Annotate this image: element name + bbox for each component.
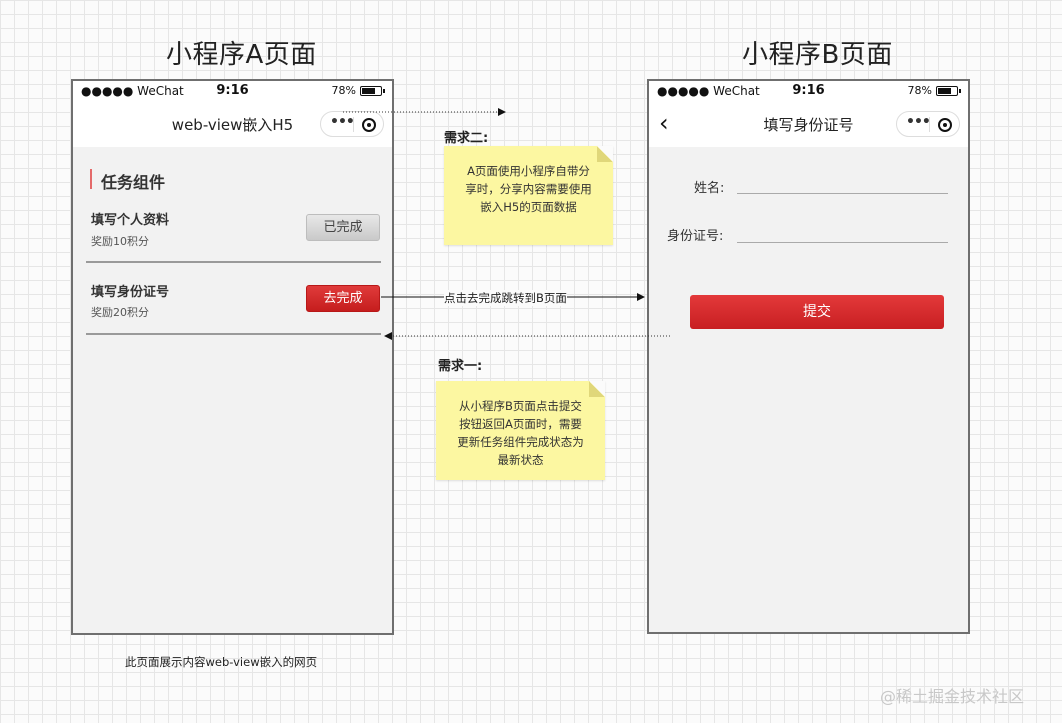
go-complete-button[interactable]: 去完成 (306, 285, 380, 312)
req1-sticky-note: 从小程序B页面点击提交 按钮返回A页面时，需要 更新任务组件完成状态为 最新状态 (436, 381, 605, 480)
battery-percent: 78% (907, 84, 932, 97)
capsule-divider (353, 117, 354, 132)
capsule-divider (929, 117, 930, 132)
note-line: 享时，分享内容需要使用 (465, 182, 592, 196)
task-name: 填写个人资料 (91, 213, 170, 228)
task-done-button[interactable]: 已完成 (306, 214, 380, 241)
nav-bar: web-view嵌入H5 ••• (73, 101, 392, 147)
battery-icon (360, 86, 385, 96)
note-fold (589, 381, 605, 397)
id-number-label: 身份证号: (667, 229, 724, 244)
phone-a-caption: 此页面展示内容web-view嵌入的网页 (125, 655, 318, 669)
watermark: @稀土掘金技术社区 (880, 687, 1025, 706)
carrier-label: ●●●●● WeChat (81, 84, 184, 98)
req2-heading: 需求二: (444, 131, 489, 146)
note-line: 最新状态 (497, 453, 544, 467)
capsule-menu[interactable]: ••• (320, 111, 384, 137)
note-line: 更新任务组件完成状态为 (457, 435, 584, 449)
name-label: 姓名: (694, 181, 725, 196)
task-reward: 奖励10积分 (91, 235, 149, 248)
more-icon[interactable]: ••• (906, 114, 931, 130)
note-fold (597, 146, 613, 162)
close-target-icon[interactable] (938, 118, 952, 132)
note-line: A页面使用小程序自带分 (467, 164, 590, 178)
section-title: 任务组件 (101, 173, 166, 192)
task-divider (86, 261, 381, 263)
task-reward: 奖励20积分 (91, 306, 149, 319)
status-bar: ●●●●● WeChat 9:16 78% (73, 81, 392, 101)
section-accent-bar (90, 169, 92, 189)
nav-bar: ‹ 填写身份证号 ••• (649, 101, 968, 147)
phone-b-frame: ●●●●● WeChat 9:16 78% ‹ 填写身份证号 ••• 姓名: 身… (647, 79, 970, 634)
name-input[interactable] (737, 193, 948, 194)
battery-icon (936, 86, 961, 96)
battery-fill (362, 88, 375, 94)
clock-label: 9:16 (216, 83, 249, 98)
battery-percent: 78% (331, 84, 356, 97)
nav-title: 填写身份证号 (763, 116, 854, 134)
task-name: 填写身份证号 (91, 285, 170, 300)
carrier-label: ●●●●● WeChat (657, 84, 760, 98)
req1-heading: 需求一: (438, 359, 483, 374)
id-number-input[interactable] (737, 242, 948, 243)
clock-label: 9:16 (792, 83, 825, 98)
back-chevron-icon[interactable]: ‹ (659, 109, 669, 137)
battery-fill (938, 88, 951, 94)
phone-a-frame: ●●●●● WeChat 9:16 78% web-view嵌入H5 ••• 任… (71, 79, 394, 635)
close-target-icon[interactable] (362, 118, 376, 132)
req2-sticky-note: A页面使用小程序自带分 享时，分享内容需要使用 嵌入H5的页面数据 (444, 146, 613, 245)
capsule-menu[interactable]: ••• (896, 111, 960, 137)
submit-button[interactable]: 提交 (690, 295, 944, 329)
note-line: 从小程序B页面点击提交 (459, 399, 582, 413)
page-b-title: 小程序B页面 (742, 40, 893, 70)
note-line: 嵌入H5的页面数据 (480, 200, 577, 214)
nav-title: web-view嵌入H5 (171, 116, 294, 134)
page-a-title: 小程序A页面 (166, 40, 317, 70)
jump-arrow-label: 点击去完成跳转到B页面 (444, 290, 567, 306)
more-icon[interactable]: ••• (330, 114, 355, 130)
task-divider (86, 333, 381, 335)
status-bar: ●●●●● WeChat 9:16 78% (649, 81, 968, 101)
note-line: 按钮返回A页面时，需要 (459, 417, 582, 431)
